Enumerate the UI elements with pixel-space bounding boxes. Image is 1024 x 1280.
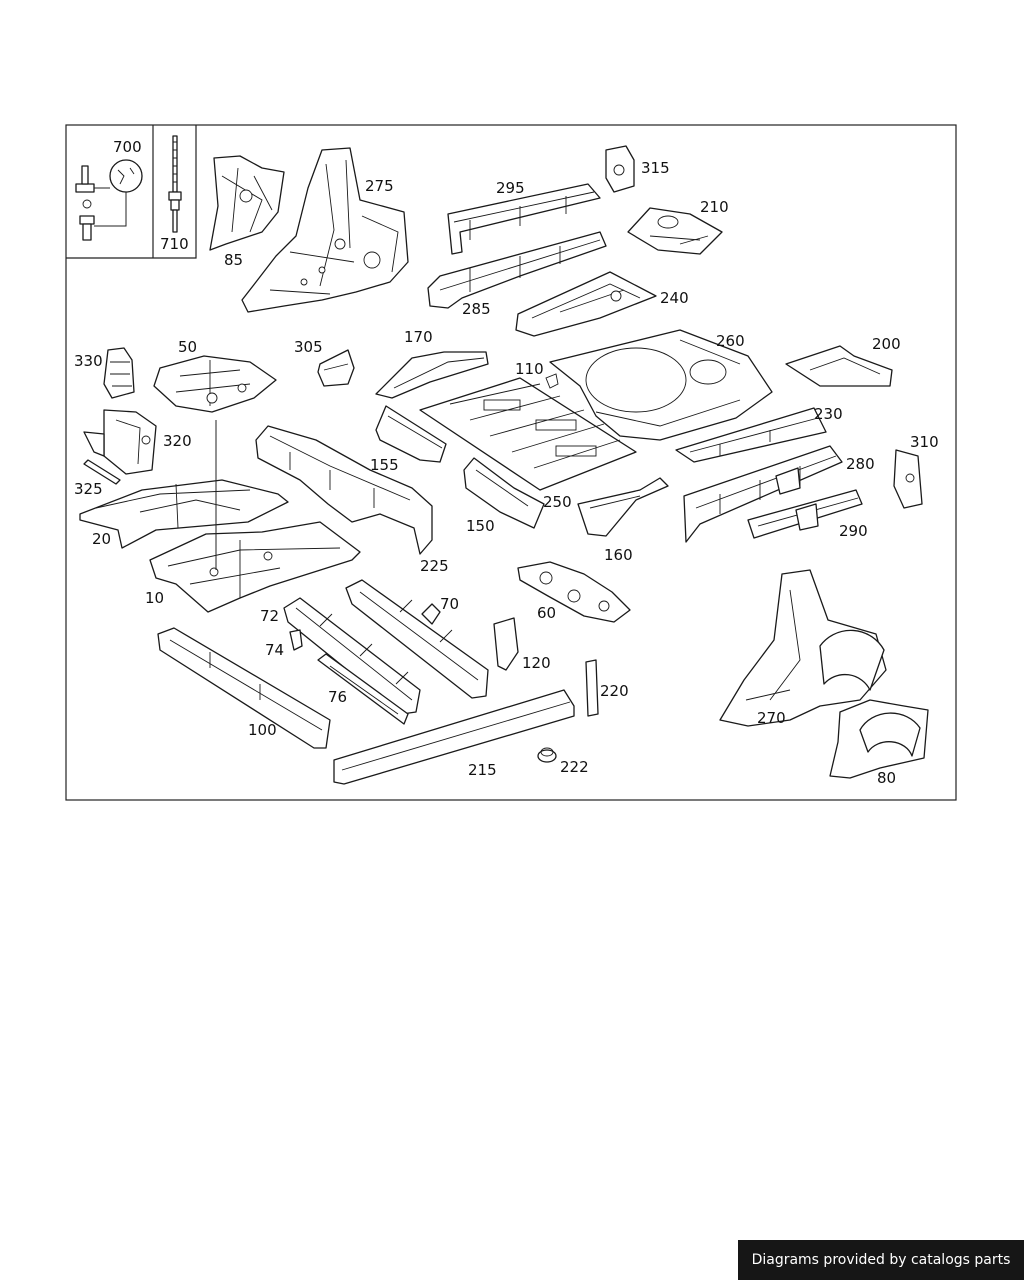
part-100-side-sill[interactable] bbox=[157, 627, 331, 749]
callout-210: 210 bbox=[700, 198, 729, 216]
part-60-plate[interactable] bbox=[517, 561, 631, 623]
part-74-clip[interactable] bbox=[289, 629, 303, 651]
callout-10: 10 bbox=[145, 589, 164, 607]
fastener-box bbox=[66, 125, 197, 259]
part-260-rear-floor[interactable] bbox=[549, 329, 773, 441]
callout-60: 60 bbox=[537, 604, 556, 622]
credit-text: Diagrams provided by catalogs parts bbox=[751, 1252, 1011, 1268]
part-270-wheelhouse[interactable] bbox=[719, 569, 887, 727]
callout-280: 280 bbox=[846, 455, 875, 473]
part-222-cap[interactable] bbox=[537, 747, 557, 763]
callout-270: 270 bbox=[757, 709, 786, 727]
credit-banner: Diagrams provided by catalogs parts bbox=[738, 1240, 1024, 1280]
part-310-plate[interactable] bbox=[893, 449, 923, 509]
part-285-rail[interactable] bbox=[427, 231, 607, 309]
callout-100: 100 bbox=[248, 721, 277, 739]
callout-320: 320 bbox=[163, 432, 192, 450]
callout-50: 50 bbox=[178, 338, 197, 356]
callout-710: 710 bbox=[160, 235, 189, 253]
part-50-wheel-well[interactable] bbox=[153, 355, 277, 413]
callout-330: 330 bbox=[74, 352, 103, 370]
callout-155: 155 bbox=[370, 456, 399, 474]
part-305-bracket[interactable] bbox=[317, 349, 355, 387]
part-275-side-panel[interactable] bbox=[241, 147, 409, 313]
callout-215: 215 bbox=[468, 761, 497, 779]
part-240-floor[interactable] bbox=[515, 271, 657, 337]
callout-295: 295 bbox=[496, 179, 525, 197]
part-110-clip[interactable] bbox=[545, 373, 559, 389]
callout-305: 305 bbox=[294, 338, 323, 356]
callout-200: 200 bbox=[872, 335, 901, 353]
part-20-front-floor[interactable] bbox=[79, 479, 289, 549]
callout-250: 250 bbox=[543, 493, 572, 511]
leader-700 bbox=[94, 187, 127, 227]
callout-160: 160 bbox=[604, 546, 633, 564]
callout-290: 290 bbox=[839, 522, 868, 540]
callout-240: 240 bbox=[660, 289, 689, 307]
part-320-tray[interactable] bbox=[83, 409, 157, 475]
part-325-strip[interactable] bbox=[83, 459, 121, 485]
callout-70: 70 bbox=[440, 595, 459, 613]
part-700-bolts[interactable] bbox=[75, 165, 95, 241]
part-72-crossmember[interactable] bbox=[283, 597, 421, 715]
part-150-rail[interactable] bbox=[463, 457, 545, 529]
part-76-bracket[interactable] bbox=[317, 653, 409, 725]
callout-170: 170 bbox=[404, 328, 433, 346]
part-295-rail[interactable] bbox=[447, 183, 601, 255]
part-160-bracket[interactable] bbox=[577, 477, 669, 537]
part-215-beam[interactable] bbox=[333, 689, 575, 785]
part-225-tunnel[interactable] bbox=[255, 425, 433, 555]
callout-260: 260 bbox=[716, 332, 745, 350]
wrench-icon bbox=[109, 159, 143, 193]
part-center-floor[interactable] bbox=[419, 377, 637, 491]
callout-315: 315 bbox=[641, 159, 670, 177]
callout-220: 220 bbox=[600, 682, 629, 700]
part-80-inner-wheelhouse[interactable] bbox=[829, 699, 929, 779]
part-120-bracket[interactable] bbox=[493, 617, 519, 671]
callout-74: 74 bbox=[265, 641, 284, 659]
callout-325: 325 bbox=[74, 480, 103, 498]
part-710-bolt[interactable] bbox=[168, 135, 182, 233]
part-330-clip[interactable] bbox=[103, 347, 135, 399]
part-200-bracket[interactable] bbox=[785, 345, 893, 387]
callout-20: 20 bbox=[92, 530, 111, 548]
callout-225: 225 bbox=[420, 557, 449, 575]
callout-285: 285 bbox=[462, 300, 491, 318]
part-155-channel[interactable] bbox=[375, 405, 447, 463]
part-220-strip[interactable] bbox=[585, 659, 599, 717]
callout-700: 700 bbox=[113, 138, 142, 156]
callout-85: 85 bbox=[224, 251, 243, 269]
callout-275: 275 bbox=[365, 177, 394, 195]
part-85-pillar[interactable] bbox=[209, 155, 285, 251]
callout-76: 76 bbox=[328, 688, 347, 706]
callout-230: 230 bbox=[814, 405, 843, 423]
part-170-rail[interactable] bbox=[375, 351, 489, 399]
part-10-main-floor[interactable] bbox=[149, 521, 361, 613]
callout-120: 120 bbox=[522, 654, 551, 672]
diagram-frame bbox=[65, 124, 957, 801]
callout-80: 80 bbox=[877, 769, 896, 787]
callout-310: 310 bbox=[910, 433, 939, 451]
callout-222: 222 bbox=[560, 758, 589, 776]
callout-150: 150 bbox=[466, 517, 495, 535]
part-290-rail[interactable] bbox=[747, 489, 863, 539]
part-70-crossmember[interactable] bbox=[345, 579, 489, 699]
callout-72: 72 bbox=[260, 607, 279, 625]
part-280-rail[interactable] bbox=[683, 445, 843, 543]
part-210-panel[interactable] bbox=[627, 207, 723, 255]
part-315-bracket[interactable] bbox=[605, 145, 635, 193]
callout-110: 110 bbox=[515, 360, 544, 378]
part-230-rail[interactable] bbox=[675, 407, 827, 463]
